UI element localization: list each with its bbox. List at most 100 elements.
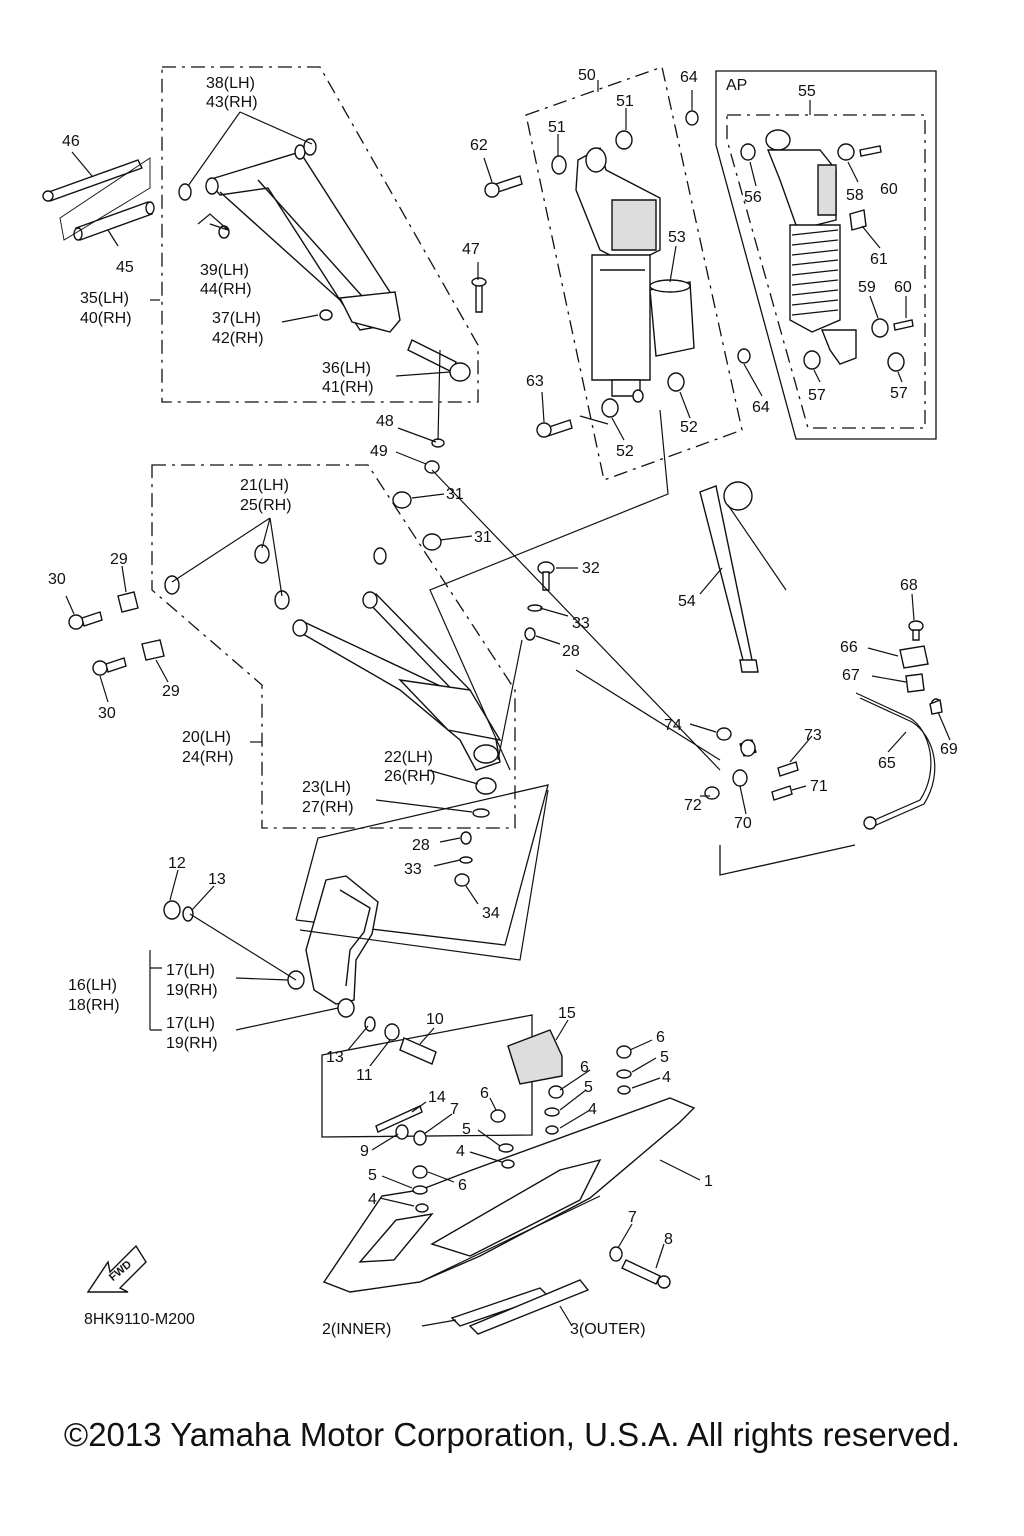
callout-8: 8 [664,1231,673,1248]
callout-68: 68 [900,577,918,594]
callout-43: 43(RH) [206,94,258,111]
callout-63: 63 [526,373,544,390]
callout-70: 70 [734,815,752,832]
callout-57a: 57 [808,387,826,404]
diagram-code: 8HK9110-M200 [84,1311,195,1328]
callout-67: 67 [842,667,860,684]
bushing-51a [551,155,567,175]
callout-labels: 46 45 38(LH) 43(RH) 35(LH) 40(RH) 39(LH)… [48,67,958,1338]
callout-73: 73 [804,727,822,744]
callout-7a: 7 [450,1101,459,1118]
callout-29a: 29 [110,551,128,568]
washer-5c [498,1143,514,1153]
callout-31a: 31 [446,486,464,503]
bushing-21b [164,575,180,595]
screw-69 [929,698,943,715]
tool-54 [699,481,787,673]
callout-20: 20(LH) [182,729,231,746]
callout-33b: 33 [404,861,422,878]
callout-50: 50 [578,67,596,84]
ap-label: AP [726,77,747,94]
callout-6b: 6 [580,1059,589,1076]
callout-41: 41(RH) [322,379,374,396]
runner-outer-3 [468,1279,590,1335]
washer-64b [737,348,751,364]
callout-55: 55 [798,83,816,100]
callout-4d: 4 [368,1191,377,1208]
stopper-15 [507,1029,563,1085]
callout-40: 40(RH) [80,310,132,327]
callout-11: 11 [356,1067,373,1084]
spindle-16 [305,875,379,1005]
bushing-17b [337,998,355,1018]
callout-37: 37(LH) [212,310,261,327]
clamp-66 [899,645,929,669]
callout-30a: 30 [48,571,66,588]
shock-absorber-50 [575,146,661,397]
washer-7a [413,1130,427,1146]
callout-12: 12 [168,855,186,872]
bushing-28b [460,831,472,845]
callout-52b: 52 [680,419,698,436]
nut-6d [412,1165,428,1179]
parts-art [42,110,943,1335]
bolt-4a [617,1085,631,1095]
callout-18: 18(RH) [68,997,120,1014]
shaft-45 [73,201,155,241]
callout-21: 21(LH) [240,477,289,494]
callout-35: 35(LH) [80,290,129,307]
washer-13b [364,1016,376,1032]
callout-45: 45 [116,259,134,276]
callout-64b: 64 [752,399,770,416]
nut-6c [490,1109,506,1123]
bushing-31c [373,547,387,565]
callout-4c: 4 [456,1143,465,1160]
callout-16: 16(LH) [68,977,117,994]
collar-12 [163,900,181,920]
washer-64a [685,110,699,126]
spindle-group-outline [295,784,549,946]
ap-group-box [715,70,937,440]
callout-51b: 51 [616,93,634,110]
shaft-10 [399,1037,437,1065]
bushing-57b [887,352,905,372]
bolt-32 [537,561,555,591]
nut-58 [837,143,855,161]
callout-2: 2(INNER) [322,1321,391,1338]
bolt-4d [415,1203,429,1213]
callout-61: 61 [870,251,888,268]
bushing-28a [524,627,536,641]
tie-rod-assembly [704,727,799,801]
callout-5b: 5 [584,1079,593,1096]
callout-62: 62 [470,137,488,154]
callout-74: 74 [664,717,682,734]
callout-10: 10 [426,1011,444,1028]
callout-66: 66 [840,639,858,656]
callout-52a: 52 [616,443,634,460]
callout-39: 39(LH) [200,262,249,279]
group-boxes [151,66,937,1138]
callout-5d: 5 [368,1167,377,1184]
screw-68 [908,620,924,641]
upper-a-arm [178,138,401,333]
fwd-arrow-icon [86,1244,147,1293]
callout-49: 49 [370,443,388,460]
callout-4b: 4 [588,1101,597,1118]
callout-32: 32 [582,560,600,577]
callout-56: 56 [744,189,762,206]
bolt-47 [475,283,483,313]
bushing-52b [667,372,685,392]
washer-37 [319,309,333,321]
washer-33a [527,604,543,612]
callout-38: 38(LH) [206,75,255,92]
callout-1: 1 [704,1173,713,1190]
callout-29b: 29 [162,683,180,700]
callout-6a: 6 [656,1029,665,1046]
lower-arm-group-box [151,464,516,829]
callout-22: 22(LH) [384,749,433,766]
callout-19b: 19(RH) [166,1035,218,1052]
shock-group-box [525,66,743,481]
nut-6a [616,1045,632,1059]
screw-60b [893,319,914,331]
pin-14 [375,1105,423,1133]
